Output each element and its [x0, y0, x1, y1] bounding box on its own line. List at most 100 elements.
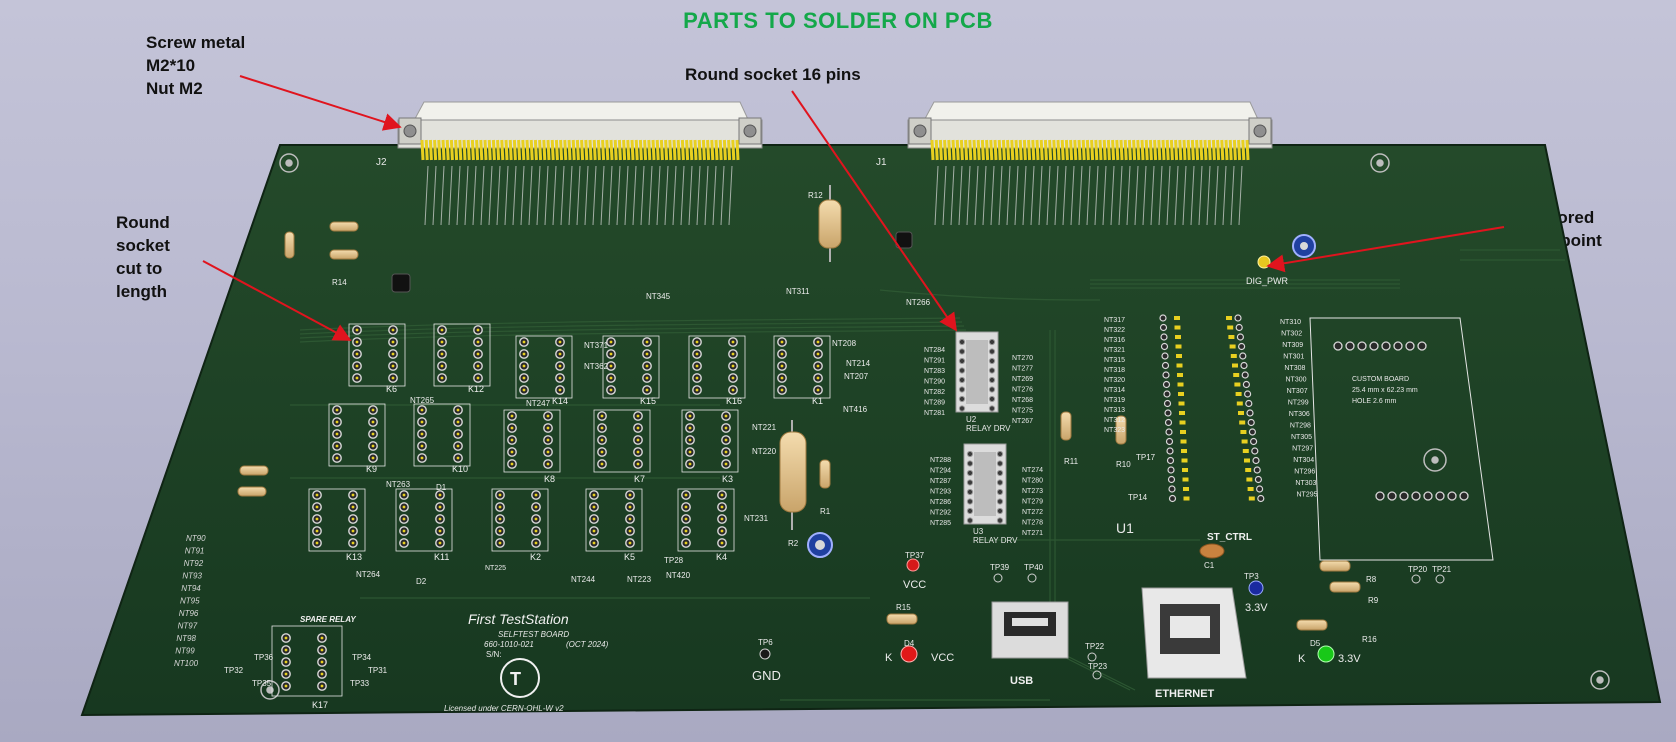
connector-j1 — [907, 101, 1273, 161]
relay-label-k11: K11 — [434, 552, 449, 562]
j2-label: J2 — [376, 157, 387, 168]
net-label-fringe — [656, 165, 661, 226]
u1-left-net-7: NT314 — [1104, 387, 1125, 394]
resistor-r16 — [1296, 619, 1328, 631]
connector-pin — [1064, 139, 1069, 161]
tp35-label: TP35 — [252, 679, 272, 688]
annotation-arrows — [202, 75, 1505, 341]
net-label-fringe — [1142, 165, 1147, 226]
u2-designator: U2 — [966, 415, 977, 424]
net-label-fringe — [1022, 165, 1027, 226]
u1-right-net-0: NT310 — [1280, 319, 1301, 326]
led-d4-red — [900, 645, 918, 663]
r12-label: R12 — [808, 191, 823, 200]
u1-left-net-1: NT322 — [1104, 327, 1125, 334]
connector-pin — [609, 139, 614, 161]
u1-right-net-8: NT306 — [1289, 411, 1310, 418]
net-label-fringe — [1198, 165, 1203, 226]
resistor-r8 — [1319, 560, 1351, 572]
left-net-label-1: NT91 — [185, 547, 205, 556]
connector-pin — [714, 139, 719, 161]
net-label-fringe — [1182, 165, 1187, 226]
u1-right-net-7: NT299 — [1288, 400, 1309, 407]
capacitors — [807, 234, 1316, 559]
board-license: Licensed under CERN-OHL-W v2 — [444, 704, 564, 713]
relay-socket-k1 — [773, 335, 831, 399]
u2-left-net-6: NT281 — [924, 410, 945, 417]
net-label-fringe — [672, 165, 677, 226]
connector-pin — [563, 139, 568, 161]
nt247-label: NT247 — [526, 399, 551, 408]
screw-callout-line2: M2*10 — [146, 56, 196, 75]
relay-socket-k7 — [593, 409, 651, 473]
connector-pin — [1106, 139, 1111, 161]
connector-pin — [1224, 139, 1229, 161]
connector-pin — [617, 139, 622, 161]
u3-left-net-3: NT293 — [930, 489, 951, 496]
nt214-label: NT214 — [846, 359, 871, 368]
net-label-fringe — [1078, 165, 1083, 226]
net-label-fringe — [528, 165, 533, 226]
connector-pin — [1232, 139, 1237, 161]
u2-right-net-3: NT276 — [1012, 387, 1033, 394]
screw-callout: Screw metal M2*10 Nut M2 — [146, 31, 245, 100]
resistor-r3 — [239, 465, 269, 476]
d5-label: D5 — [1310, 639, 1321, 648]
resistor-r2 — [779, 420, 807, 530]
resistor-r5 — [237, 486, 267, 497]
d2-label: D2 — [416, 577, 427, 586]
connector-pin — [1014, 139, 1019, 161]
left-net-label-2: NT92 — [184, 559, 204, 568]
connector-pin — [680, 139, 685, 161]
board-name: First TestStation — [468, 611, 569, 627]
connector-pin — [1186, 139, 1191, 161]
connector-pin — [1161, 139, 1166, 161]
u1-right-net-4: NT308 — [1284, 365, 1305, 372]
net-label-fringe — [640, 165, 645, 226]
testpoint-tp40 — [1027, 573, 1037, 583]
net-label-fringe — [1054, 165, 1059, 226]
connector-pin — [722, 139, 727, 161]
connector-pin — [491, 139, 496, 161]
net-label-fringe — [648, 165, 653, 226]
u1-designator: U1 — [1116, 520, 1134, 536]
net-label-fringe — [488, 165, 493, 226]
net-label-fringe — [512, 165, 517, 226]
connector-pin — [1199, 139, 1204, 161]
connector-pin — [972, 139, 977, 161]
net-label-fringe — [1006, 165, 1011, 226]
tp3-label: TP3 — [1244, 572, 1259, 581]
spare-relay-k17-socket: K17 — [271, 625, 343, 710]
connector-pin — [697, 139, 702, 161]
connector-pin — [951, 139, 956, 161]
connector-pin — [731, 139, 736, 161]
connector-pin — [1169, 139, 1174, 161]
net-label-fringe — [536, 165, 541, 226]
nt223-label: NT223 — [627, 575, 652, 584]
net-label-fringe — [552, 165, 557, 226]
r14-label: R14 — [332, 278, 347, 287]
tp34-label: TP34 — [352, 653, 372, 662]
custom-board-outline — [1309, 317, 1494, 561]
ethernet-jack — [1141, 587, 1247, 679]
connector-pin — [651, 139, 656, 161]
connector-pin — [1157, 139, 1162, 161]
net-label-fringe — [1174, 165, 1179, 226]
connector-pin — [613, 139, 618, 161]
connector-pin — [1018, 139, 1023, 161]
connector-pin — [930, 139, 935, 161]
relay-socket-k10 — [413, 403, 471, 467]
connector-pin — [1060, 139, 1065, 161]
tp21-label: TP21 — [1432, 565, 1452, 574]
connector-pin — [634, 139, 639, 161]
connector-pin — [1098, 139, 1103, 161]
u2-right-net-5: NT275 — [1012, 408, 1033, 415]
round-socket-cut-line2: socket — [116, 236, 170, 255]
transistor-q1 — [391, 273, 411, 293]
connector-pin — [1035, 139, 1040, 161]
connector-pin — [959, 139, 964, 161]
connector-pin — [445, 139, 450, 161]
u1-left-net-8: NT319 — [1104, 397, 1125, 404]
resistor-r-left2 — [284, 231, 295, 259]
connector-pin — [479, 139, 484, 161]
